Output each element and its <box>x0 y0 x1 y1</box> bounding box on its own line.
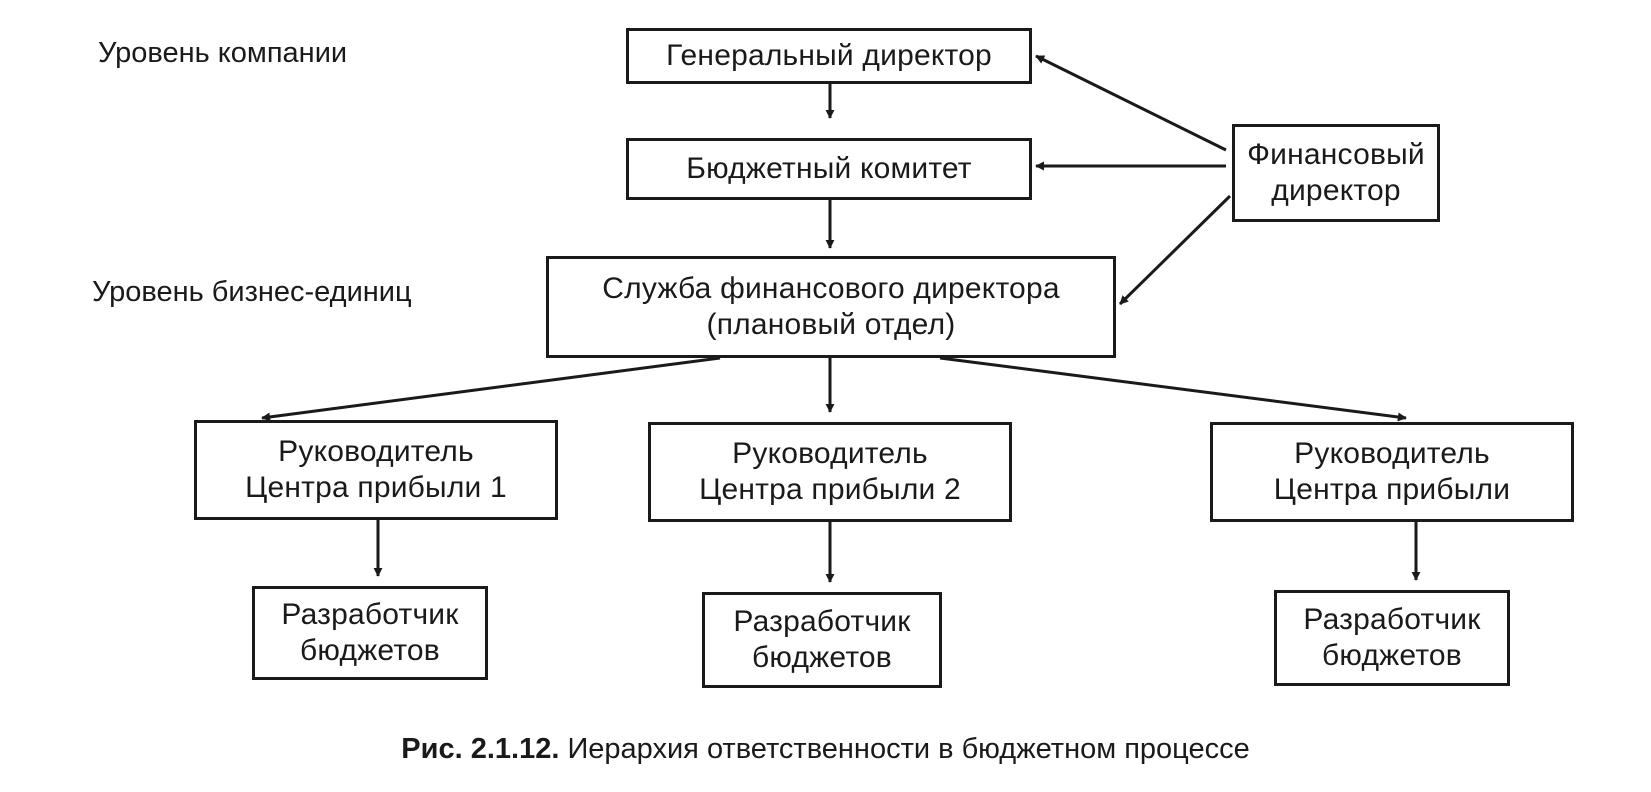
level-label-company: Уровень компании <box>98 37 348 69</box>
arrow-cfo-to-service <box>1118 194 1232 306</box>
box-profit-center-3-head: Руководитель Центра прибыли <box>1210 422 1574 522</box>
box-budget-developer-2-line-1: Разработчик <box>733 605 911 638</box>
box-cfo-service-line-2: (плановый отдел) <box>706 308 956 341</box>
box-cfo-service-line-1: Служба финансового директора <box>602 272 1060 305</box>
box-profit-center-1-head: Руководитель Центра прибыли 1 <box>194 420 558 520</box>
box-budget-developer-1-line-1: Разработчик <box>281 598 459 631</box>
arrow-service-to-pc1 <box>261 356 721 422</box>
box-ceo-line-1: Генеральный директор <box>666 39 992 72</box>
box-ceo: Генеральный директор <box>626 28 1032 84</box>
box-profit-center-2-head: Руководитель Центра прибыли 2 <box>648 422 1012 522</box>
figure-caption: Рис. 2.1.12. Иерархия ответственности в … <box>0 732 1651 766</box>
figure-caption-text: Иерархия ответственности в бюджетном про… <box>567 733 1250 765</box>
box-budget-committee-line-1: Бюджетный комитет <box>686 152 972 185</box>
level-label-business-units: Уровень бизнес-единиц <box>92 276 412 308</box>
box-profit-center-1-head-line-2: Центра прибыли 1 <box>245 471 507 504</box>
box-profit-center-2-head-line-1: Руководитель <box>732 437 928 470</box>
box-budget-developer-1: Разработчик бюджетов <box>252 586 488 680</box>
box-budget-developer-3: Разработчик бюджетов <box>1274 590 1510 686</box>
box-budget-developer-1-line-2: бюджетов <box>300 634 440 667</box>
box-cfo-service: Служба финансового директора (плановый о… <box>546 256 1116 358</box>
box-budget-developer-2: Разработчик бюджетов <box>702 592 942 688</box>
box-profit-center-3-head-line-1: Руководитель <box>1294 437 1490 470</box>
box-cfo-line-1: Финансовый <box>1247 138 1425 171</box>
box-budget-developer-3-line-1: Разработчик <box>1303 603 1481 636</box>
box-budget-committee: Бюджетный комитет <box>626 138 1032 200</box>
box-cfo-line-2: директор <box>1271 174 1401 207</box>
arrow-service-to-pc3 <box>939 356 1407 422</box>
arrow-cfo-to-ceo <box>1035 54 1227 152</box>
box-profit-center-2-head-line-2: Центра прибыли 2 <box>699 473 961 506</box>
box-budget-developer-3-line-2: бюджетов <box>1322 639 1462 672</box>
box-profit-center-3-head-line-2: Центра прибыли <box>1273 473 1511 506</box>
box-budget-developer-2-line-2: бюджетов <box>752 641 892 674</box>
box-profit-center-1-head-line-1: Руководитель <box>278 435 474 468</box>
box-cfo: Финансовый директор <box>1232 124 1440 222</box>
figure-number: Рис. 2.1.12. <box>401 733 560 765</box>
